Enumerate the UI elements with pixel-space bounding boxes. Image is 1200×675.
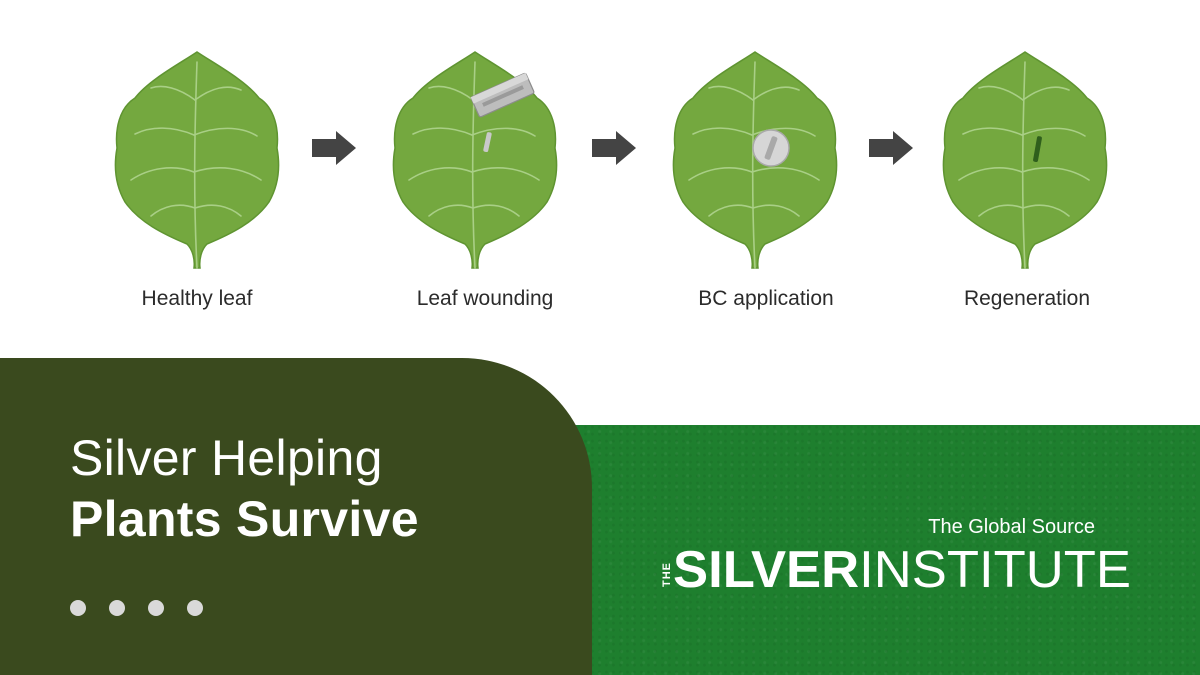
carousel-dot[interactable] [70,600,86,616]
step-label-healthy-leaf: Healthy leaf [142,287,253,310]
step-label-regeneration: Regeneration [964,287,1090,310]
carousel-dot[interactable] [109,600,125,616]
headline: Silver Helping Plants Survive [70,428,419,550]
logo-the: THE [661,562,673,587]
healed-cut-mark [1033,136,1042,163]
step-label-bc-application: BC application [698,287,833,310]
leaf-healthy [114,51,280,269]
carousel-dot[interactable] [148,600,164,616]
dark-headline-panel [0,358,592,675]
leaf-process-diagram: Healthy leaf Leaf wounding BC applicatio… [114,51,1108,310]
logo-tagline: The Global Source [928,516,1095,538]
carousel-dots [70,600,203,616]
leaf-bc-application [672,51,838,269]
logo-wordmark: SILVERINSTITUTE [673,541,1131,599]
arrow-right-icon [592,131,636,165]
green-brand-panel [570,425,1200,675]
headline-line-2: Plants Survive [70,491,419,547]
razor-blade-icon [470,72,535,118]
arrow-right-icon [869,131,913,165]
headline-line-1: Silver Helping [70,430,383,486]
silver-disc-icon [752,129,790,167]
silver-institute-logo: The Global Source THE SILVERINSTITUTE [661,516,1131,599]
wound-cut-mark [483,132,492,153]
step-label-leaf-wounding: Leaf wounding [417,287,554,310]
leaf-wounding [392,51,558,269]
arrow-right-icon [312,131,356,165]
leaf-regeneration [942,51,1108,269]
carousel-dot[interactable] [187,600,203,616]
